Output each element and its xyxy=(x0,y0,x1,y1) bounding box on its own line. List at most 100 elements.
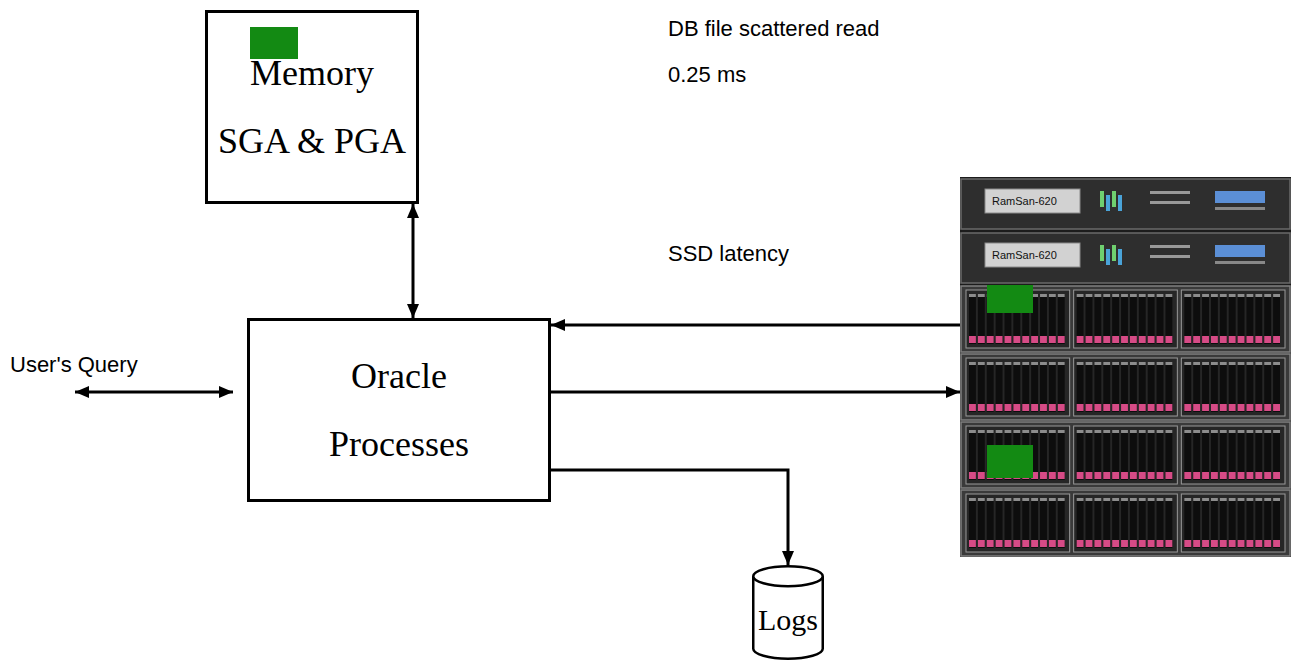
drive-handle xyxy=(1238,498,1245,501)
drive-bay xyxy=(969,430,976,480)
drive-handle xyxy=(1184,498,1191,501)
vendor-logo xyxy=(1215,245,1265,257)
drive-latch xyxy=(1246,404,1253,411)
drive-handle xyxy=(1157,362,1164,365)
query-arrow xyxy=(75,391,233,394)
drive-bay xyxy=(1184,294,1191,344)
drive-latch xyxy=(1255,404,1262,411)
drive-handle xyxy=(1005,430,1012,433)
drive-handle xyxy=(1238,430,1245,433)
drive-latch xyxy=(1103,404,1110,411)
drive-latch xyxy=(1077,540,1084,547)
drive-latch xyxy=(1022,336,1029,343)
drive-bay xyxy=(978,294,985,344)
drive-handle xyxy=(1264,430,1271,433)
drive-bay xyxy=(1246,498,1253,548)
drive-bay xyxy=(1022,498,1029,548)
drive-bay xyxy=(1139,430,1146,480)
nameplate xyxy=(985,243,1080,267)
drive-bay xyxy=(1112,294,1119,344)
drive-latch xyxy=(1049,472,1056,479)
drive-bay xyxy=(1058,430,1065,480)
drive-handle xyxy=(1211,362,1218,365)
drive-latch xyxy=(1130,404,1137,411)
drive-bay xyxy=(1049,498,1056,548)
drive-latch xyxy=(1220,540,1227,547)
drive-latch xyxy=(1086,472,1093,479)
drive-handle xyxy=(1031,362,1038,365)
drive-latch xyxy=(1246,472,1253,479)
drive-handle xyxy=(1103,362,1110,365)
drive-latch xyxy=(1103,336,1110,343)
drive-latch xyxy=(1005,404,1012,411)
drive-latch xyxy=(1246,336,1253,343)
label-holder: SSD latency xyxy=(668,241,789,267)
drive-handle xyxy=(978,362,985,365)
drive-handle xyxy=(1229,498,1236,501)
log-cylinder: Logs xyxy=(752,565,824,660)
drive-latch xyxy=(1193,336,1200,343)
drive-handle xyxy=(1202,362,1209,365)
drive-bay xyxy=(1246,294,1253,344)
wait-event-name: DB file scattered read xyxy=(668,16,880,42)
drive-handle xyxy=(1139,498,1146,501)
drive-bay xyxy=(1220,362,1227,412)
drive-handle xyxy=(1121,430,1128,433)
drive-handle xyxy=(969,362,976,365)
drive-handle xyxy=(1229,430,1236,433)
drive-bay xyxy=(1103,362,1110,412)
drive-handle xyxy=(1031,430,1038,433)
drive-bay xyxy=(1121,498,1128,548)
drive-latch xyxy=(1103,540,1110,547)
label-holder: User's Query xyxy=(10,352,138,378)
drive-bay xyxy=(1022,362,1029,412)
drive-latch xyxy=(1094,404,1101,411)
drive-latch xyxy=(1229,540,1236,547)
status-led xyxy=(1112,245,1116,261)
panel-mark xyxy=(1150,201,1190,204)
drive-latch xyxy=(1264,404,1271,411)
drive-latch xyxy=(1184,336,1191,343)
drive-handle xyxy=(996,498,1003,501)
drive-handle xyxy=(1273,498,1280,501)
drive-handle xyxy=(969,498,976,501)
store-label: Logs xyxy=(758,603,818,637)
process-box: Oracle Processes xyxy=(247,318,551,502)
drive-latch xyxy=(1184,472,1191,479)
drive-handle xyxy=(1148,498,1155,501)
drive-latch xyxy=(1139,472,1146,479)
drive-latch xyxy=(1130,540,1137,547)
drive-group xyxy=(1074,358,1178,416)
drive-latch xyxy=(1220,336,1227,343)
drive-handle xyxy=(1058,362,1065,365)
drive-latch xyxy=(1013,540,1020,547)
drive-handle xyxy=(969,430,976,433)
drive-latch xyxy=(1031,540,1038,547)
drive-handle xyxy=(1238,294,1245,297)
drive-handle xyxy=(1112,362,1119,365)
drive-handle xyxy=(1031,498,1038,501)
drive-bay xyxy=(1238,362,1245,412)
cylinder-top xyxy=(753,566,823,586)
drive-bay xyxy=(1229,430,1236,480)
drive-latch xyxy=(1202,472,1209,479)
drive-latch xyxy=(1211,472,1218,479)
label-holder: DB file scattered read xyxy=(668,16,880,42)
drive-bay xyxy=(1112,362,1119,412)
drive-latch xyxy=(1013,336,1020,343)
drive-bay xyxy=(1112,430,1119,480)
drive-handle xyxy=(1112,498,1119,501)
drive-handle xyxy=(1193,294,1200,297)
drive-handle xyxy=(1121,294,1128,297)
drive-bay xyxy=(1086,498,1093,548)
drive-latch xyxy=(1094,540,1101,547)
drive-latch xyxy=(1184,404,1191,411)
panel-mark xyxy=(1150,191,1190,194)
drive-handle xyxy=(1022,362,1029,365)
drive-handle xyxy=(1184,430,1191,433)
drive-handle xyxy=(1139,294,1146,297)
drive-bay xyxy=(1220,498,1227,548)
drive-bay xyxy=(1130,498,1137,548)
drive-latch xyxy=(1184,540,1191,547)
drive-bay xyxy=(1193,498,1200,548)
